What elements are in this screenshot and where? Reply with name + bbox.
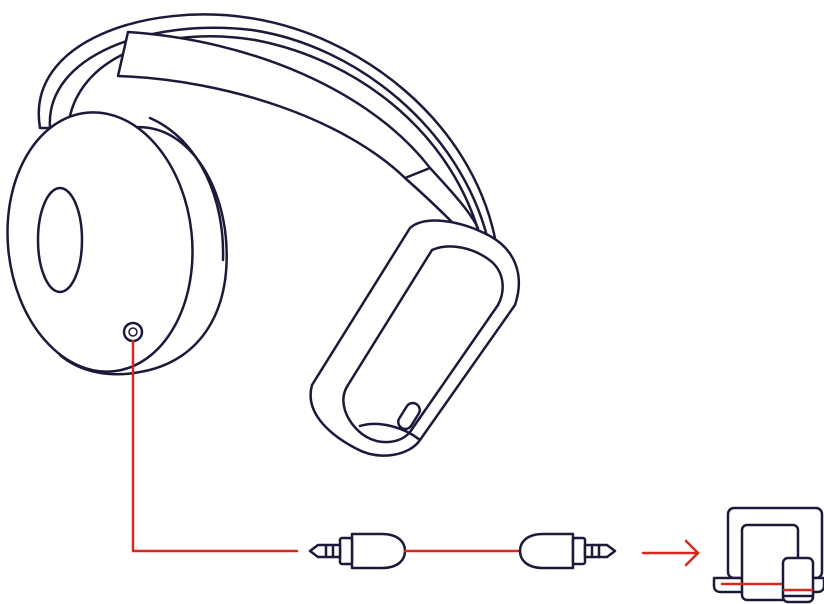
laptop-phone-devices-icon — [712, 506, 824, 604]
audio-cable — [131, 339, 299, 553]
audio-plug-icon — [518, 532, 617, 570]
arrow-right-icon — [641, 539, 700, 567]
right-ear-cup-icon — [309, 219, 520, 457]
audio-plug-icon — [308, 532, 407, 570]
audio-jack-port-icon — [122, 321, 144, 343]
left-ear-cup-icon — [6, 111, 228, 376]
